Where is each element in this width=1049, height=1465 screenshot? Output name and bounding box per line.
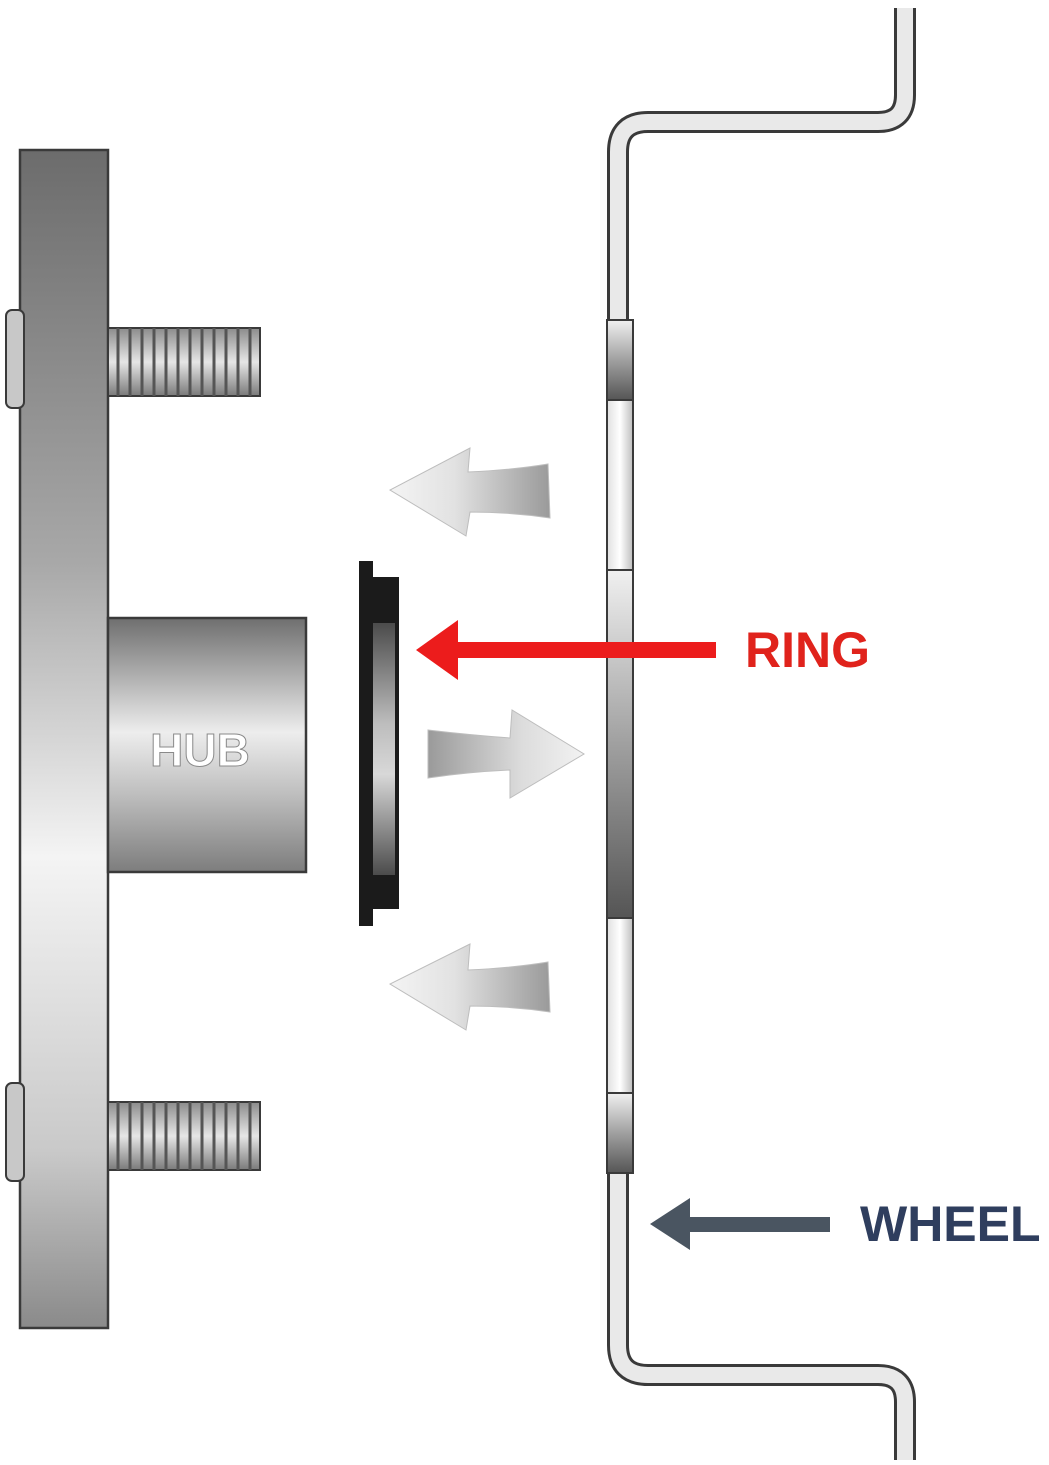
left-arrow-top [388, 447, 551, 537]
wheel-stud-bottom [107, 1101, 261, 1171]
ring-body [371, 621, 397, 877]
wheel-segment [606, 399, 634, 571]
wheel-callout: WHEEL [650, 1196, 1041, 1252]
wheel-pointer-arrow [650, 1198, 830, 1250]
ring-label: RING [745, 622, 870, 678]
hub-flange [18, 148, 110, 1330]
hub-label: HUB [150, 724, 250, 776]
ring-callout: RING [416, 620, 870, 680]
wheel-segment [606, 1092, 634, 1174]
right-arrow-middle [427, 709, 585, 799]
wheel-segment [606, 917, 634, 1094]
wheel-stud-top [107, 327, 261, 397]
hub-assembly: HUB [5, 148, 308, 1330]
wheel-label: WHEEL [860, 1196, 1041, 1252]
hub-centric-ring [359, 561, 399, 926]
wheel [606, 8, 916, 1460]
hub-center [106, 616, 308, 874]
flange-edge-nub [5, 1082, 25, 1182]
wheel-center-bore [606, 569, 634, 919]
ring-pointer-arrow [416, 620, 716, 680]
wheel-segment [606, 319, 634, 401]
left-arrow-bottom [388, 943, 551, 1031]
flange-edge-nub [5, 309, 25, 409]
